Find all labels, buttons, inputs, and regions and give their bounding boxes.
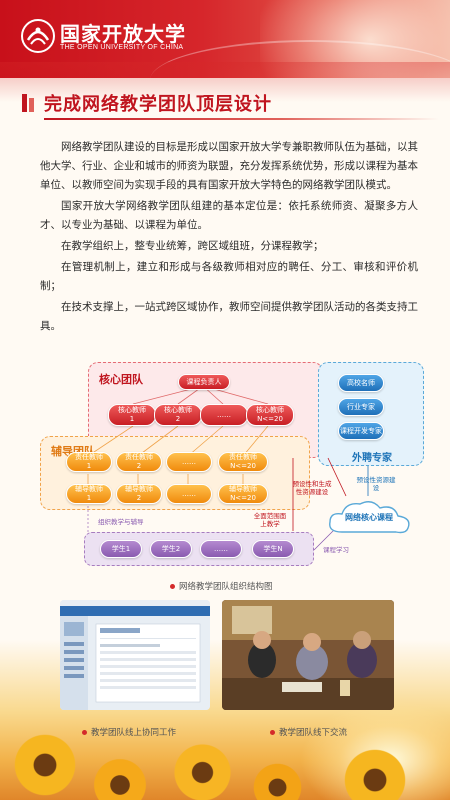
student-node: …… [200, 540, 242, 558]
core-teacher-node: …… [200, 404, 248, 426]
section-title: 完成网络教学团队顶层设计 [22, 90, 439, 120]
course-study-label: 课程学习 [323, 546, 349, 554]
external-experts-title: 外聘专家 [352, 453, 392, 464]
org-structure-diagram: 核心团队 辅导团队 外聘专家 [28, 356, 428, 574]
student-node: 学生1 [100, 540, 142, 558]
external-expert-node: 行业专家 [338, 398, 384, 416]
external-expert-node: 课程开发专家 [338, 422, 384, 440]
external-expert-node: 高校名师 [338, 374, 384, 392]
bullet-icon [270, 729, 275, 735]
sunflower-decoration [170, 740, 235, 800]
responsible-teacher-node: …… [166, 452, 212, 472]
full-teaching-label: 全面范围面上教学 [253, 512, 287, 528]
bullet-icon [170, 583, 175, 589]
page-title: 完成网络教学团队顶层设计 [44, 94, 272, 115]
left-photo-caption: 教学团队线上协同工作 [82, 726, 176, 738]
paragraph: 在管理机制上，建立和形成与各级教师相对应的聘任、分工、审核和评价机制； [40, 261, 418, 292]
sunflower-decoration [250, 760, 305, 800]
preset-label: 预设性资源建设 [356, 476, 396, 492]
paragraph: 网络教学团队建设的目标是形成以国家开放大学专兼职教师队伍为基础，以其他大学、行业… [40, 141, 418, 191]
core-team-title: 核心团队 [99, 373, 143, 386]
sunflower-decoration [90, 755, 150, 800]
sunflower-decoration [340, 745, 410, 800]
offline-meeting-photo [222, 600, 394, 710]
body-text: 网络教学团队建设的目标是形成以国家开放大学专兼职教师队伍为基础，以其他大学、行业… [40, 138, 418, 338]
university-logo-icon [21, 19, 55, 53]
right-photo-caption: 教学团队线下交流 [270, 726, 347, 738]
header-banner: 国家开放大学 THE OPEN UNIVERSITY OF CHINA [0, 0, 450, 78]
sunflower-decoration [10, 730, 80, 800]
paragraph: 在教学组织上，整专业统筹，跨区域组班，分课程教学； [61, 240, 324, 252]
tutor-teacher-node: …… [166, 484, 212, 504]
diagram-caption: 网络教学团队组织结构图 [170, 580, 273, 592]
core-leader-node: 课程负责人 [178, 374, 230, 390]
paragraph: 在技术支撑上，一站式跨区域协作，教师空间提供教学团队活动的各类支持工具。 [40, 301, 418, 332]
screenshot-illustration-icon [60, 600, 210, 710]
meeting-illustration-icon [222, 600, 394, 710]
organize-label: 组织教学与辅导 [98, 518, 144, 526]
online-collaboration-photo [60, 600, 210, 710]
logo-text-cn: 国家开放大学 [60, 22, 186, 46]
paragraph: 国家开放大学网络教学团队组建的基本定位是：依托系统师资、凝聚多方人才、以专业为基… [40, 200, 418, 231]
student-node: 学生2 [150, 540, 192, 558]
student-node: 学生N [252, 540, 294, 558]
cloud-icon [329, 501, 410, 534]
title-marker-icon [22, 94, 34, 112]
preset-gen-label: 预设性和生成性资源建设 [292, 480, 332, 496]
cloud-label: 网络核心课程 [345, 513, 393, 522]
title-underline [44, 118, 439, 120]
bullet-icon [82, 729, 87, 735]
logo-text-en: THE OPEN UNIVERSITY OF CHINA [60, 44, 184, 51]
